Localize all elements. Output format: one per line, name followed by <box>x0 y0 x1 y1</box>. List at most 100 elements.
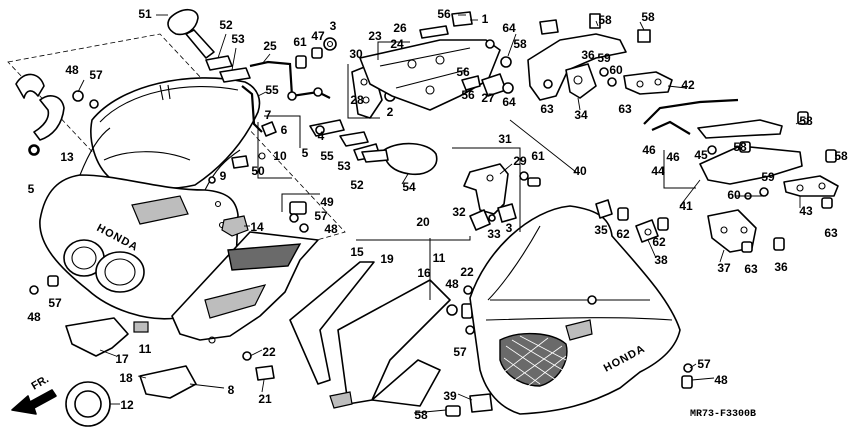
callout-3: 3 <box>506 221 513 235</box>
callout-35: 35 <box>594 223 608 237</box>
callout-23: 23 <box>368 29 382 43</box>
callout-14: 14 <box>250 220 264 234</box>
callout-63: 63 <box>540 102 554 116</box>
callout-20: 20 <box>416 215 430 229</box>
bracket-31-32-33 <box>463 163 541 231</box>
callout-51: 51 <box>138 7 152 21</box>
callout-62: 62 <box>652 235 666 249</box>
callout-9: 9 <box>220 169 227 183</box>
callout-34: 34 <box>574 108 588 122</box>
callout-1: 1 <box>482 12 489 26</box>
mirror-51 <box>167 8 215 59</box>
meter-panel-13 <box>15 73 99 156</box>
callout-30: 30 <box>349 47 363 61</box>
callout-42: 42 <box>681 78 695 92</box>
callout-60: 60 <box>609 63 623 77</box>
callout-27: 27 <box>481 91 495 105</box>
callout-17: 17 <box>115 352 129 366</box>
callout-63: 63 <box>618 102 632 116</box>
callout-19: 19 <box>380 252 394 266</box>
callout-10: 10 <box>273 149 287 163</box>
callout-46: 46 <box>642 143 656 157</box>
callout-15: 15 <box>350 245 364 259</box>
middle-cowl-left <box>171 231 319 344</box>
callout-52: 52 <box>219 18 233 32</box>
bracket-39 <box>445 393 493 417</box>
callout-32: 32 <box>452 205 466 219</box>
callout-49: 49 <box>320 195 334 209</box>
clips-35-62-38 <box>595 199 669 243</box>
callout-6: 6 <box>281 123 288 137</box>
callout-48: 48 <box>65 63 79 77</box>
callout-4: 4 <box>318 129 325 143</box>
callout-25: 25 <box>263 39 277 53</box>
bracket-34-36 <box>527 19 627 101</box>
callout-48: 48 <box>27 310 41 324</box>
callout-41: 41 <box>679 199 693 213</box>
callout-52: 52 <box>350 178 364 192</box>
callout-50: 50 <box>251 164 265 178</box>
callout-55: 55 <box>320 149 334 163</box>
callout-58: 58 <box>733 140 747 154</box>
callout-53: 53 <box>231 32 245 46</box>
callout-56: 56 <box>456 65 470 79</box>
callout-24: 24 <box>390 37 404 51</box>
bolts-61-47-3 <box>295 37 337 69</box>
windscreen <box>90 77 261 190</box>
callout-46: 46 <box>666 150 680 164</box>
screen-parts-7-6-10 <box>208 121 277 184</box>
callout-56: 56 <box>461 88 475 102</box>
callout-64: 64 <box>502 95 516 109</box>
inner-panel-15-19 <box>289 261 451 409</box>
callout-63: 63 <box>744 262 758 276</box>
callout-44: 44 <box>651 164 665 178</box>
callout-12: 12 <box>120 398 134 412</box>
direction-label: FR. <box>30 373 51 392</box>
callout-57: 57 <box>48 296 62 310</box>
callout-26: 26 <box>393 21 407 35</box>
callout-63: 63 <box>824 226 838 240</box>
callout-11: 11 <box>433 251 446 265</box>
callout-5: 5 <box>28 182 35 196</box>
callout-18: 18 <box>119 371 133 385</box>
callout-58: 58 <box>799 114 813 128</box>
callout-57: 57 <box>453 345 467 359</box>
fasteners-57-48-right <box>681 363 693 389</box>
bracket-37 <box>707 209 785 253</box>
grommet-5 <box>29 145 39 155</box>
fasteners-22-48 <box>446 285 475 335</box>
bracket-52-53 <box>205 55 251 83</box>
duct-cover-14 <box>221 215 249 237</box>
callout-54: 54 <box>402 180 416 194</box>
callout-3: 3 <box>330 19 337 33</box>
callout-58: 58 <box>414 408 428 422</box>
callout-59: 59 <box>597 51 611 65</box>
bracket-43 <box>739 111 839 209</box>
callout-39: 39 <box>443 389 457 403</box>
callout-2: 2 <box>387 105 394 119</box>
callout-28: 28 <box>350 93 364 107</box>
callout-58: 58 <box>641 10 655 24</box>
callout-33: 33 <box>487 227 501 241</box>
drawing-code: MR73-F3300B <box>690 409 756 420</box>
callout-22: 22 <box>460 265 474 279</box>
lower-panels-17-18 <box>29 275 275 427</box>
leader-lines <box>77 14 807 414</box>
callout-64: 64 <box>502 21 516 35</box>
callout-47: 47 <box>311 29 325 43</box>
callout-31: 31 <box>498 132 512 146</box>
callout-21: 21 <box>258 392 272 406</box>
callout-48: 48 <box>324 222 338 236</box>
callout-16: 16 <box>417 266 431 280</box>
callout-48: 48 <box>445 277 459 291</box>
reference-boxes <box>257 41 766 300</box>
stays-41-44-46 <box>643 98 803 200</box>
callout-36: 36 <box>581 48 595 62</box>
mirror-54 <box>361 142 438 176</box>
callout-48: 48 <box>714 373 728 387</box>
callout-60: 60 <box>727 188 741 202</box>
callout-38: 38 <box>654 253 668 267</box>
brackets-56-27-64 <box>461 39 514 97</box>
